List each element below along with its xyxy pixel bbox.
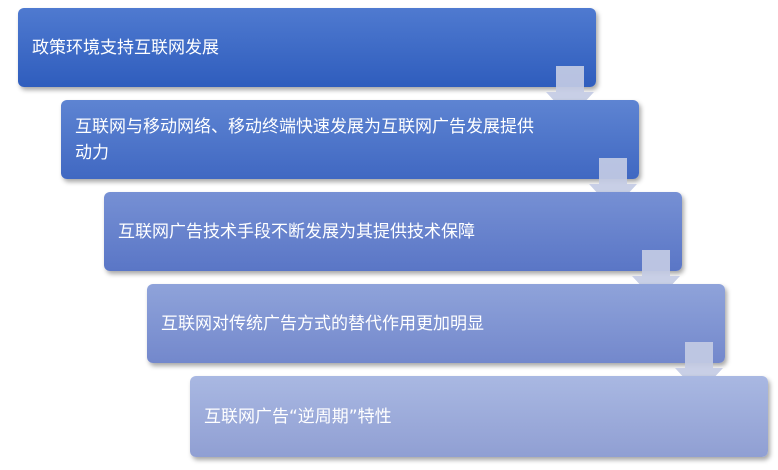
- step-label-2: 互联网与移动网络、移动终端快速发展为互联网广告发展提供动力: [75, 116, 534, 163]
- step-box-1: 政策环境支持互联网发展: [18, 8, 596, 87]
- step-box-3: 互联网广告技术手段不断发展为其提供技术保障: [104, 192, 682, 271]
- step-label-1: 政策环境支持互联网发展: [32, 37, 219, 58]
- step-label-4: 互联网对传统广告方式的替代作用更加明显: [161, 313, 484, 334]
- step-box-2: 互联网与移动网络、移动终端快速发展为互联网广告发展提供动力: [61, 100, 639, 179]
- step-box-4: 互联网对传统广告方式的替代作用更加明显: [147, 284, 725, 363]
- step-box-5: 互联网广告“逆周期”特性: [190, 376, 768, 457]
- step-label-3: 互联网广告技术手段不断发展为其提供技术保障: [118, 221, 475, 242]
- step-label-5: 互联网广告“逆周期”特性: [204, 406, 392, 427]
